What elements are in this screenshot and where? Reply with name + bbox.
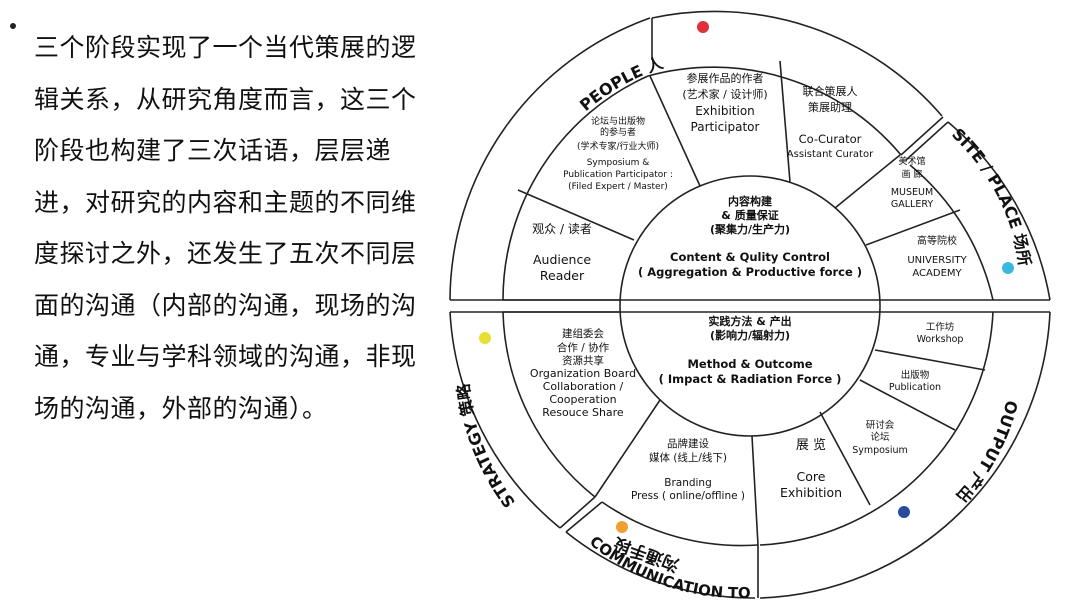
exhibition-en1: Exhibition (695, 104, 755, 118)
publication-en: Publication (889, 382, 941, 393)
center-top-zh1: 内容构建 (728, 194, 773, 208)
center-bottom: 实践方法 & 产出 (影响力/辐射力) Method & Outcome ( I… (659, 314, 842, 386)
organization-zh2: 合作 / 协作 (557, 341, 610, 354)
audience-en2: Reader (540, 268, 585, 283)
branding-en1: Branding (664, 477, 712, 489)
segment-branding: 品牌建设 媒体 (线上/线下) Branding Press ( online/… (631, 437, 745, 502)
symposium-zh2: 的参与者 (600, 126, 636, 138)
cocurator-zh2: 策展助理 (808, 100, 852, 114)
segment-exhibition: 参展作品的作者 (艺术家 / 设计师) Exhibition Participa… (682, 71, 767, 134)
audience-en1: Audience (533, 252, 591, 267)
wheel-lines (449, 10, 1051, 599)
organization-en1: Organization Board (530, 367, 636, 380)
label-site: SITE / PLACE 场所 (948, 124, 1034, 267)
organization-en4: Resouce Share (542, 406, 624, 419)
audience-zh: 观众 / 读者 (532, 222, 592, 236)
cocurator-en2: Assistant Curator (787, 149, 874, 160)
cocurator-en1: Co-Curator (799, 132, 862, 146)
segment-museum: 美术馆 画 廊 MUSEUM GALLERY (891, 155, 933, 210)
communication-dot (616, 521, 628, 533)
segment-core: 展 览 Core Exhibition (780, 437, 842, 500)
symposium-zh1: 论坛与出版物 (591, 115, 645, 127)
symposium-en3: (Filed Expert / Master) (568, 182, 668, 192)
symposium-en1: Symposium & (587, 158, 650, 168)
label-communication-en: COMMUNICATION TOOL (0, 0, 751, 602)
branding-zh1: 品牌建设 (667, 437, 709, 450)
segment-organization: 建组委会 合作 / 协作 资源共享 Organization Board Col… (530, 327, 636, 419)
center-top: 内容构建 & 质量保证 (聚集力/生产力) Content & Qulity C… (638, 194, 862, 279)
center-bottom-en2: ( Impact & Radiation Force ) (659, 372, 842, 386)
symposium2-zh2: 论坛 (870, 431, 890, 443)
center-top-en2: ( Aggregation & Productive force ) (638, 265, 862, 279)
people-dot (697, 21, 709, 33)
bullet-dot (10, 23, 16, 29)
exhibition-en2: Participator (691, 120, 760, 134)
segment-workshop: 工作坊 Workshop (917, 321, 964, 345)
organization-zh3: 资源共享 (562, 354, 604, 367)
segment-symposium: 论坛与出版物 的参与者 (学术专家/行业大师) Symposium & Publ… (563, 115, 673, 192)
university-en2: ACADEMY (912, 268, 962, 279)
symposium2-en: Symposium (852, 445, 908, 456)
cocurator-zh1: 联合策展人 (803, 84, 858, 98)
intro-paragraph: 三个阶段实现了一个当代策展的逻辑关系，从研究角度而言，这三个阶段也构建了三次话语… (34, 33, 417, 423)
organization-zh1: 建组委会 (562, 327, 604, 340)
university-en1: UNIVERSITY (907, 255, 967, 266)
organization-en2: Collaboration / (543, 380, 624, 393)
branding-zh2: 媒体 (线上/线下) (649, 451, 727, 464)
site-dot (1002, 262, 1014, 274)
core-en1: Core (797, 469, 826, 484)
center-bottom-zh1: 实践方法 & 产出 (708, 314, 791, 328)
core-en2: Exhibition (780, 485, 842, 500)
label-strategy: STRATEGY 策略 (454, 382, 519, 512)
center-bottom-en1: Method & Outcome (687, 357, 812, 371)
center-top-zh3: (聚集力/生产力) (710, 222, 790, 236)
museum-en2: GALLERY (891, 199, 933, 210)
museum-zh1: 美术馆 (898, 155, 925, 167)
exhibition-zh1: 参展作品的作者 (687, 71, 764, 85)
symposium2-zh1: 研讨会 (866, 419, 895, 431)
core-zh: 展 览 (796, 437, 826, 453)
museum-zh2: 画 廊 (902, 168, 923, 180)
strategy-dot (479, 332, 491, 344)
segment-symposium2: 研讨会 论坛 Symposium (852, 419, 908, 456)
segment-university: 高等院校 UNIVERSITY ACADEMY (907, 234, 967, 279)
center-top-en1: Content & Qulity Control (670, 250, 830, 264)
segment-audience: 观众 / 读者 Audience Reader (532, 222, 592, 283)
center-top-zh2: & 质量保证 (721, 208, 778, 222)
workshop-zh: 工作坊 (926, 321, 955, 333)
university-zh: 高等院校 (917, 234, 957, 247)
museum-en1: MUSEUM (891, 187, 933, 198)
workshop-en: Workshop (917, 334, 964, 345)
output-dot (898, 506, 910, 518)
symposium-zh3: (学术专家/行业大师) (577, 140, 659, 152)
center-bottom-zh2: (影响力/辐射力) (710, 328, 790, 342)
segment-cocurator: 联合策展人 策展助理 Co-Curator Assistant Curator (787, 84, 874, 160)
branding-en2: Press ( online/offline ) (631, 490, 745, 502)
organization-en3: Cooperation (549, 393, 616, 406)
segment-publication: 出版物 Publication (889, 369, 941, 393)
label-output: OUTPUT 产出 (952, 398, 1021, 506)
symposium-en2: Publication Participator : (563, 170, 673, 180)
publication-zh: 出版物 (901, 369, 930, 381)
exhibition-zh2: (艺术家 / 设计师) (682, 87, 767, 101)
